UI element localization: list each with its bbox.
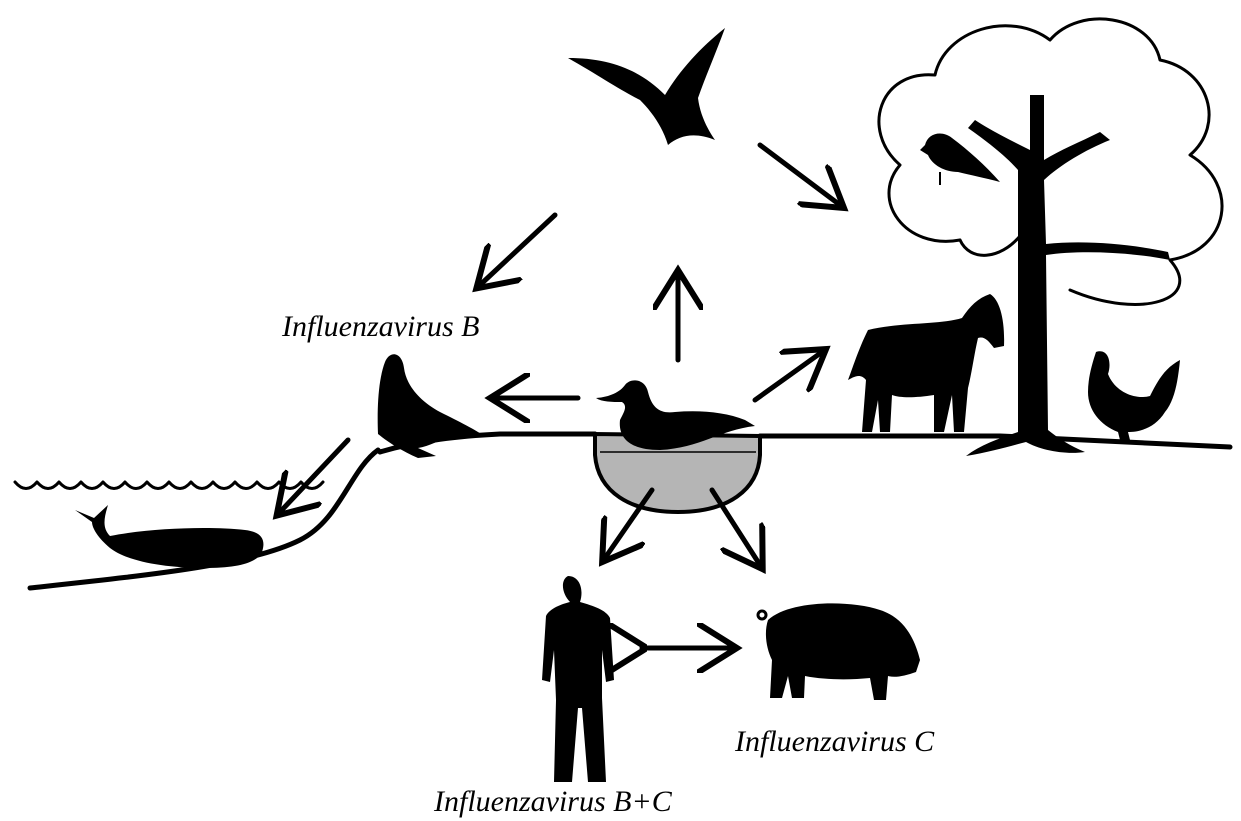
sea-lion-virus-label: Influenzavirus B — [281, 310, 479, 343]
arrow-duck-to-pig — [712, 490, 760, 565]
arrow-bird-to-tree — [760, 145, 840, 205]
rooster-icon — [1088, 351, 1180, 440]
sea-lion-icon — [378, 354, 484, 458]
arrow-duck-to-horse — [755, 352, 822, 400]
arrow-bird-to-sea-lion — [480, 215, 555, 285]
human-icon — [542, 576, 614, 782]
arrows — [280, 145, 840, 648]
human-virus-label: Influenzavirus B+C — [433, 785, 673, 818]
ground-line — [380, 434, 1230, 452]
pig-icon — [758, 603, 920, 700]
bird-icon — [568, 28, 725, 145]
horse-icon — [848, 294, 1004, 432]
whale-icon — [75, 505, 263, 568]
pig-virus-label: Influenzavirus C — [734, 725, 935, 758]
